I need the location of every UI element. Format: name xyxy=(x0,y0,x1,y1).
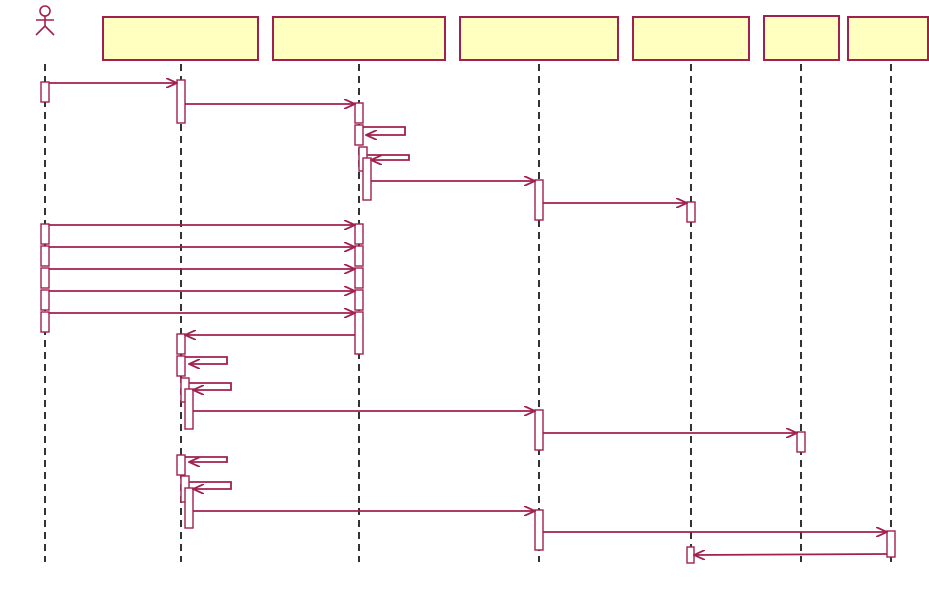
object-box-1 xyxy=(102,16,259,61)
activation-bar xyxy=(534,509,544,551)
activation-bar xyxy=(176,454,186,476)
object-box-6 xyxy=(847,16,929,61)
return-message-arrow xyxy=(694,554,888,555)
activation-bar xyxy=(354,223,364,245)
activation-bar xyxy=(534,409,544,451)
self-message-arrow xyxy=(367,154,410,160)
activation-bar xyxy=(796,431,806,453)
object-box-5 xyxy=(763,15,840,61)
activation-bar xyxy=(362,157,372,201)
activation-bar xyxy=(184,388,194,430)
self-message-arrow xyxy=(189,382,232,390)
self-message-arrow xyxy=(185,356,228,364)
self-message-arrow xyxy=(185,456,228,462)
activation-bar xyxy=(354,245,364,267)
activation-bar xyxy=(686,201,696,223)
activation-bar xyxy=(40,223,50,245)
self-message-arrow xyxy=(189,481,232,489)
activation-bar xyxy=(886,530,896,558)
activation-bar xyxy=(40,267,50,289)
activation-bar xyxy=(354,124,364,146)
object-box-4 xyxy=(632,16,750,61)
activation-bar xyxy=(176,333,186,355)
activation-bar xyxy=(354,267,364,289)
activation-bar xyxy=(184,487,194,529)
activation-bar xyxy=(40,245,50,267)
activation-bar xyxy=(354,102,364,124)
activation-bar xyxy=(40,289,50,311)
object-box-3 xyxy=(459,16,619,61)
activation-bars xyxy=(40,79,896,564)
messages xyxy=(49,83,887,555)
activation-bar xyxy=(354,289,364,311)
activation-bar xyxy=(176,355,186,377)
stick-figure-actor-icon xyxy=(35,5,55,36)
activation-bar xyxy=(686,546,695,564)
object-box-2 xyxy=(272,16,446,61)
activation-bar xyxy=(40,81,50,103)
activation-bar xyxy=(534,179,544,221)
activation-bar xyxy=(40,311,50,333)
activation-bar xyxy=(354,311,364,355)
activation-bar xyxy=(176,79,186,124)
self-message-arrow xyxy=(363,126,406,135)
